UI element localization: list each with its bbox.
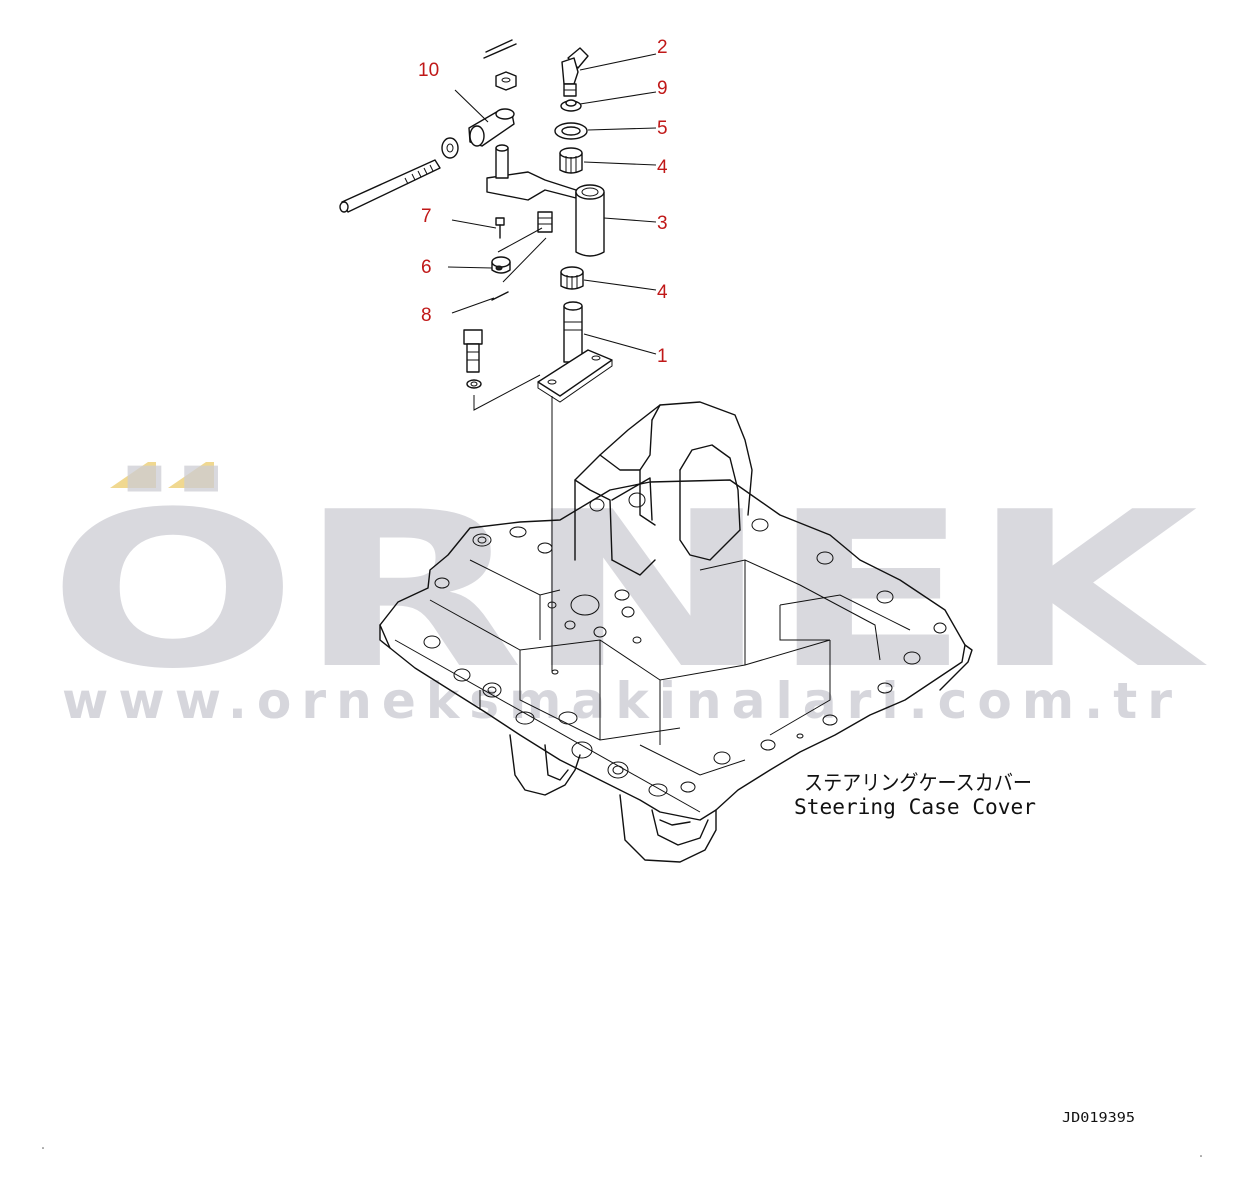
flange-bolt	[463, 329, 483, 389]
part-1-shaft	[537, 301, 613, 403]
drawing-number: JD019395	[1062, 1111, 1135, 1126]
watermark-url: www.orneksmakinalari.com.tr	[62, 672, 1182, 730]
caption: ステアリングケースカバー Steering Case Cover	[794, 771, 1036, 819]
callout-4-upper: 4	[657, 157, 668, 178]
part-8-pin	[491, 291, 509, 301]
corner-speck-right	[1200, 1155, 1202, 1157]
part-5-seal	[554, 122, 588, 140]
part-4-bushing-lower	[560, 266, 584, 290]
part-7-bolt	[495, 217, 505, 239]
callout-10: 10	[418, 60, 439, 81]
part-9-washer	[560, 99, 582, 112]
housing-holes	[423, 492, 947, 797]
steering-case-cover-drawing	[379, 401, 973, 863]
part-6-nut	[491, 256, 511, 274]
watermark-accent-left	[110, 462, 156, 488]
leader-lines	[447, 53, 657, 355]
callout-8: 8	[421, 305, 432, 326]
callout-2: 2	[657, 37, 668, 58]
part-4-bushing-upper	[559, 147, 583, 174]
caption-english: Steering Case Cover	[794, 795, 1036, 819]
exploded-parts	[339, 39, 613, 672]
callouts: 2 9 5 4 3 4 1 10 7 6 8	[418, 37, 668, 367]
watermark: ÖRNEK www.orneksmakinalari.com.tr	[48, 462, 1208, 730]
callout-4-lower: 4	[657, 282, 668, 303]
part-10-rod-end	[339, 39, 517, 213]
watermark-brand: ÖRNEK	[48, 465, 1208, 716]
callout-5: 5	[657, 118, 668, 139]
part-3-lever	[486, 144, 605, 257]
callout-9: 9	[657, 78, 668, 99]
corner-speck-left	[42, 1147, 44, 1149]
part-2-fitting	[561, 47, 589, 97]
caption-japanese: ステアリングケースカバー	[804, 771, 1032, 795]
callout-6: 6	[421, 257, 432, 278]
callout-1: 1	[657, 346, 668, 367]
watermark-accent-right	[168, 462, 214, 488]
callout-7: 7	[421, 206, 432, 227]
callout-3: 3	[657, 213, 668, 234]
